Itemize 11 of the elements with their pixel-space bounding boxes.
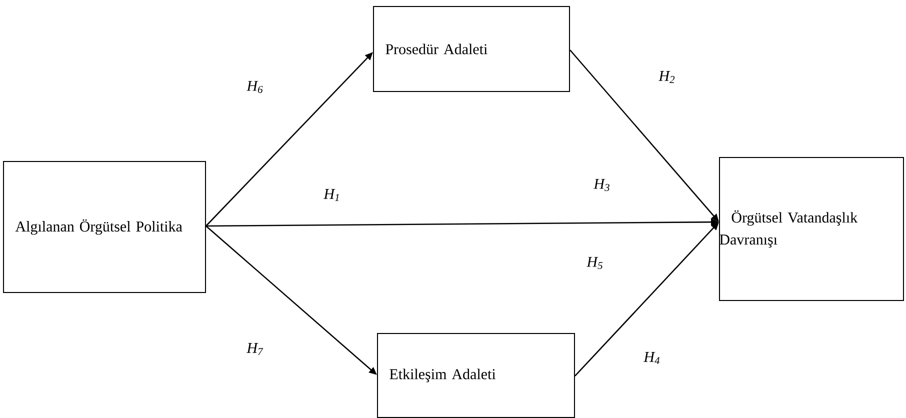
hypothesis-label: H$_{5}$	[586, 256, 602, 270]
concept-box: Etkileşim Adaleti	[377, 333, 575, 418]
edge-label: H$_{7}$	[246, 343, 264, 355]
edge-label: H$_{6}$	[246, 80, 263, 94]
hypothesis-label: H$_{3}$	[594, 178, 610, 192]
edge-label: H$_{4}$	[644, 352, 660, 364]
edge-label: H$_{1}$	[324, 189, 339, 201]
edge-label: H$_{2}$	[658, 71, 675, 83]
concept-box: Algılanan Örgütsel Politika	[3, 161, 206, 293]
concept-box: Prosedür Adaleti	[373, 6, 570, 92]
concept-box: Örgütsel Vatandaşlık Davranışı	[719, 157, 904, 301]
